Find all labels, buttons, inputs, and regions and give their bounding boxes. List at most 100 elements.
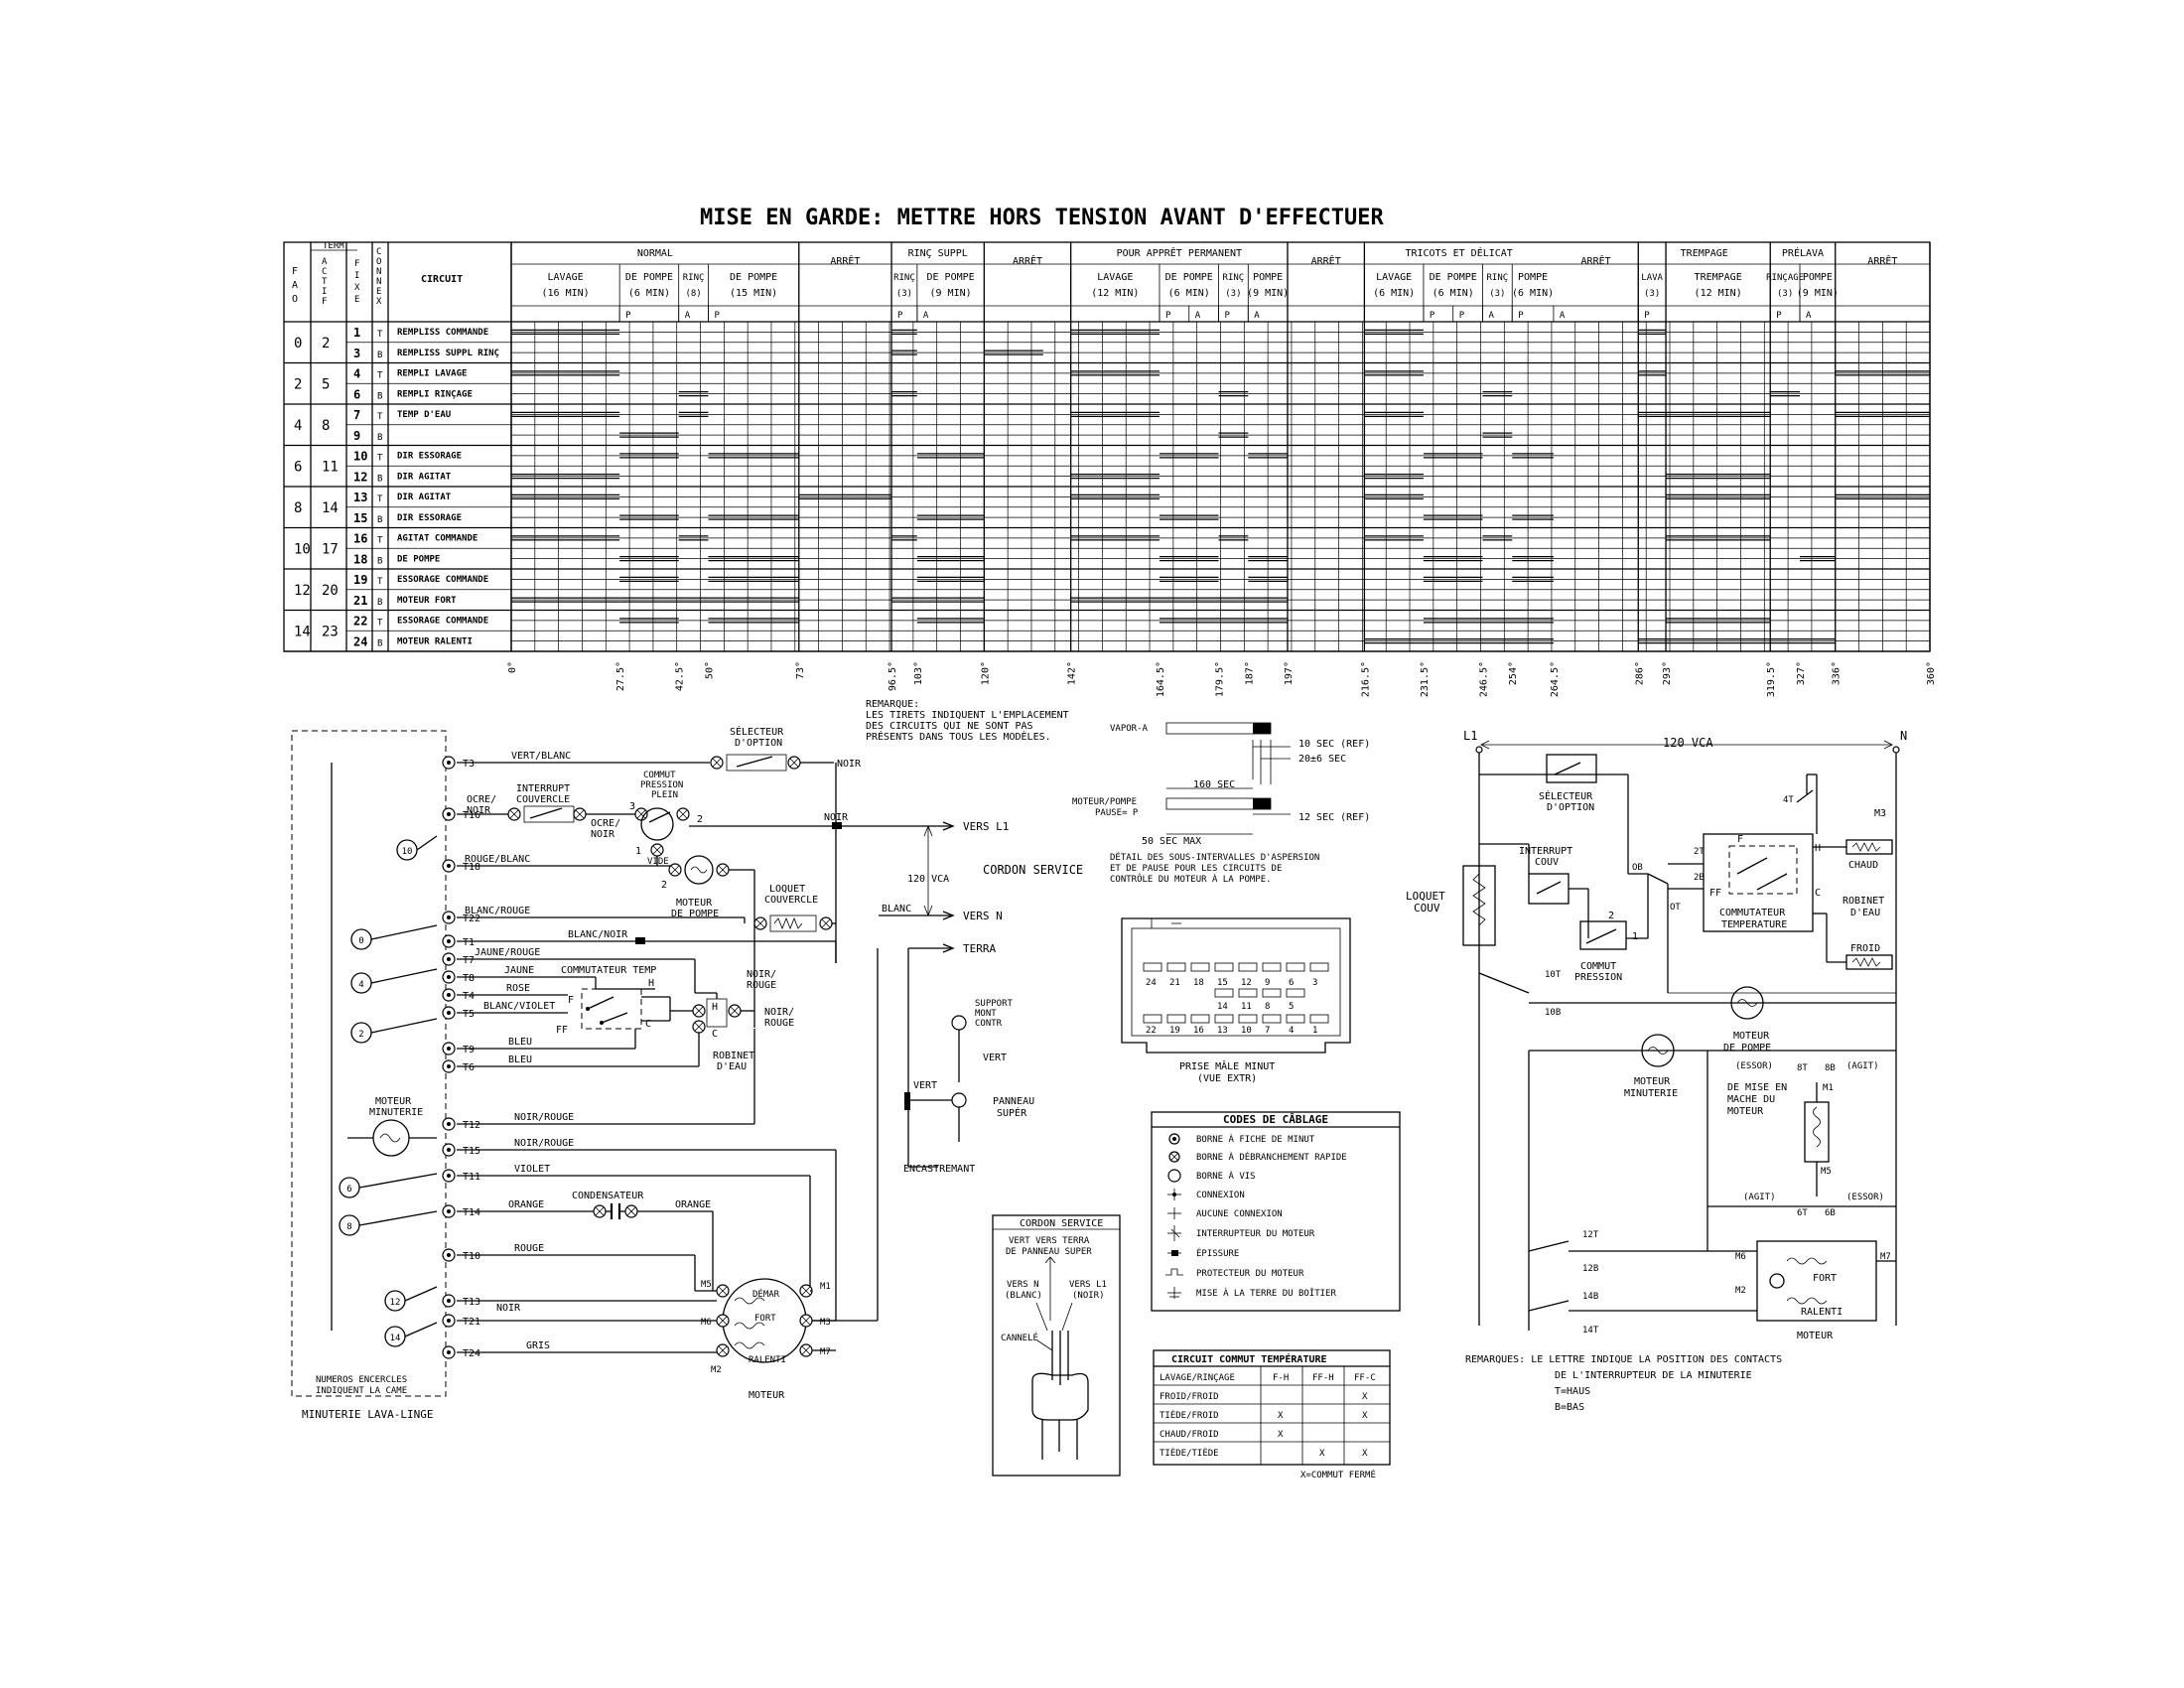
subheader: LAVAGE <box>1097 272 1133 283</box>
angle-tick: 187° <box>1244 661 1255 685</box>
svg-text:M2: M2 <box>711 1365 722 1375</box>
circuit-label: ESSORAGE COMMANDE <box>397 575 488 585</box>
svg-text:FF-C: FF-C <box>1354 1373 1376 1383</box>
cycle-header: ARRÊT <box>830 254 860 267</box>
actif-header: A C T I F <box>322 257 328 307</box>
pa-label: P <box>897 311 903 321</box>
circuit-label: AGITAT COMMANDE <box>397 534 478 544</box>
pa-label: P <box>1518 311 1524 321</box>
svg-text:10T: 10T <box>1545 970 1562 980</box>
svg-text:LES TIRETS INDIQUENT L'EMPLACE: LES TIRETS INDIQUENT L'EMPLACEMENT <box>866 710 1069 721</box>
subheader: (6 MIN) <box>1433 288 1474 299</box>
fixe-value: 4 <box>353 367 360 381</box>
temp-switch-cell: X <box>1278 1430 1284 1440</box>
angle-tick: 254° <box>1508 661 1519 685</box>
fixe-value: 19 <box>353 573 367 587</box>
svg-text:MOTEUR: MOTEUR <box>749 1390 785 1401</box>
fixe-value: 6 <box>353 387 360 401</box>
actif-value: 11 <box>322 459 339 475</box>
svg-text:50 SEC MAX: 50 SEC MAX <box>1142 836 1201 847</box>
subheader: (3) <box>1777 289 1793 299</box>
pa-label: A <box>1560 311 1566 321</box>
pin-number: 6 <box>1289 978 1294 988</box>
svg-text:X: X <box>376 297 382 307</box>
pa-label: P <box>1776 311 1782 321</box>
pin-number: 1 <box>1312 1026 1317 1036</box>
svg-text:F: F <box>1737 834 1743 845</box>
pin-number: 5 <box>1289 1002 1294 1012</box>
svg-text:INDIQUENT LA CAME: INDIQUENT LA CAME <box>316 1386 407 1396</box>
svg-text:M3: M3 <box>1874 808 1886 819</box>
svg-text:SÉLECTEUR: SÉLECTEUR <box>1539 789 1593 802</box>
connex-value: B <box>377 556 382 566</box>
pin-number: 19 <box>1169 1026 1180 1036</box>
pin-number: 14 <box>1217 1002 1228 1012</box>
angle-tick: 319.5° <box>1766 661 1777 697</box>
svg-text:N: N <box>376 267 381 277</box>
subheader: DE POMPE <box>927 272 975 283</box>
subheader: RINÇAGE <box>1766 273 1804 283</box>
svg-text:DE POMPE: DE POMPE <box>671 909 719 919</box>
angle-tick: 327° <box>1796 661 1807 685</box>
svg-text:LOQUET: LOQUET <box>1406 890 1445 903</box>
temp-switch-cell: CHAUD/FROID <box>1160 1430 1219 1440</box>
actif-value: 5 <box>322 376 330 392</box>
svg-text:120 VCA: 120 VCA <box>1663 736 1713 750</box>
svg-text:ÉPISSURE: ÉPISSURE <box>1196 1247 1239 1259</box>
svg-text:A: A <box>292 280 298 291</box>
svg-text:H: H <box>648 978 654 989</box>
fixe-value: 12 <box>353 470 367 484</box>
cycle-header: ARRÊT <box>1581 254 1611 267</box>
actif-value: 17 <box>322 541 339 557</box>
svg-text:PRESSION: PRESSION <box>640 780 683 790</box>
svg-text:SUPPORT: SUPPORT <box>975 999 1014 1009</box>
cycle-header: ARRÊT <box>1013 254 1042 267</box>
svg-text:C: C <box>322 267 327 277</box>
fao-value: 4 <box>294 418 302 434</box>
svg-text:M5: M5 <box>701 1280 712 1290</box>
svg-text:NOIR: NOIR <box>824 812 849 823</box>
svg-text:6B: 6B <box>1825 1208 1836 1218</box>
svg-text:M1: M1 <box>1823 1083 1834 1093</box>
terminal-label: T6 <box>463 1062 475 1073</box>
circuit-label: REMPLISS SUPPL RINÇ <box>397 349 499 358</box>
svg-text:BLEU: BLEU <box>508 1055 532 1065</box>
svg-text:CHAUD: CHAUD <box>1848 860 1878 871</box>
svg-text:D'EAU: D'EAU <box>717 1061 747 1072</box>
svg-text:RALENTI: RALENTI <box>749 1355 786 1365</box>
subheader: (8) <box>685 289 701 299</box>
svg-text:(VUE EXTR): (VUE EXTR) <box>1197 1073 1257 1084</box>
svg-text:BORNE À DÉBRANCHEMENT RAPIDE: BORNE À DÉBRANCHEMENT RAPIDE <box>1196 1151 1347 1163</box>
pin-number: 13 <box>1217 1026 1228 1036</box>
svg-text:F-H: F-H <box>1273 1373 1289 1383</box>
svg-text:12 SEC (REF): 12 SEC (REF) <box>1298 812 1370 823</box>
angle-tick: 27.5° <box>615 661 626 691</box>
terminal-label: T5 <box>463 1009 475 1020</box>
svg-text:I: I <box>322 287 327 297</box>
cycle-header: TRICOTS ET DÉLICAT <box>1405 246 1512 259</box>
svg-text:F: F <box>354 259 359 269</box>
svg-text:(AGIT): (AGIT) <box>1846 1061 1879 1071</box>
svg-text:D'EAU: D'EAU <box>1850 908 1880 918</box>
svg-text:VERT VERS TERRA: VERT VERS TERRA <box>1009 1236 1090 1246</box>
svg-text:INTERRUPT: INTERRUPT <box>1519 846 1572 857</box>
actif-value: 20 <box>322 583 339 599</box>
svg-text:N: N <box>1900 729 1907 743</box>
angle-tick: 293° <box>1662 661 1673 685</box>
circuit-label: MOTEUR FORT <box>397 596 457 606</box>
svg-text:LOQUET: LOQUET <box>769 884 805 895</box>
terminal-label: T24 <box>463 1348 480 1359</box>
svg-text:20±6 SEC: 20±6 SEC <box>1298 754 1346 765</box>
svg-text:NUMEROS ENCERCLES: NUMEROS ENCERCLES <box>316 1375 407 1385</box>
svg-text:COMMUTATEUR: COMMUTATEUR <box>1719 908 1786 918</box>
connex-value: B <box>377 638 382 648</box>
fixe-value: 7 <box>353 408 360 422</box>
svg-text:(NOIR): (NOIR) <box>1072 1291 1105 1301</box>
fixe-value: 24 <box>353 634 367 648</box>
cam-number: 8 <box>346 1222 351 1232</box>
svg-text:M5: M5 <box>1821 1167 1832 1177</box>
svg-text:N: N <box>376 277 381 287</box>
svg-text:M1: M1 <box>820 1282 831 1292</box>
fao-value: 14 <box>294 624 311 639</box>
svg-text:MACHE DU: MACHE DU <box>1727 1094 1775 1105</box>
